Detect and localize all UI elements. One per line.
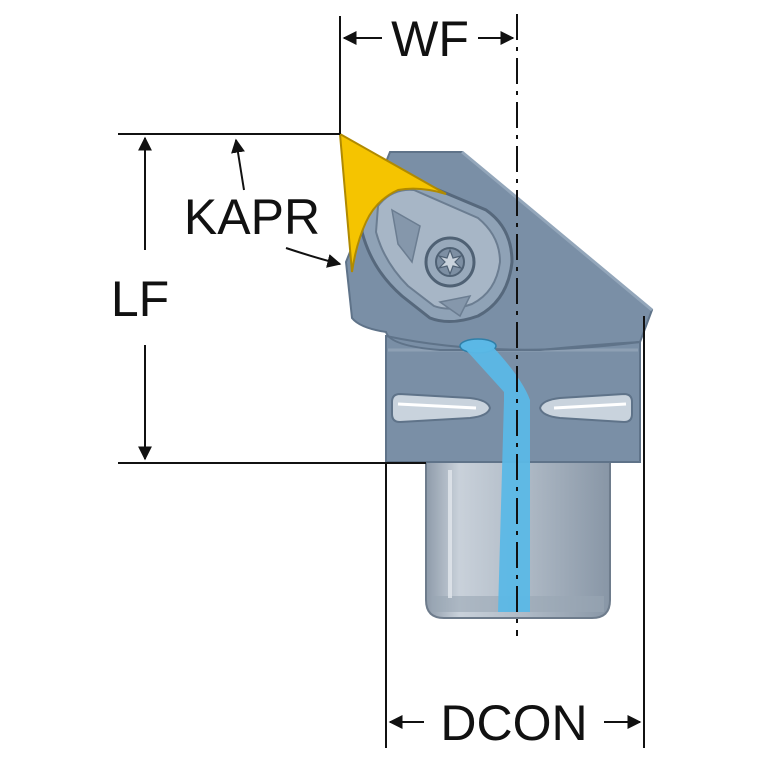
dimension-lines: [118, 16, 645, 748]
cutting-insert: [338, 132, 447, 273]
locking-slot-right: [538, 392, 633, 424]
wf-label: WF: [391, 11, 469, 67]
locking-slot-left: [391, 392, 492, 424]
lf-label: LF: [111, 271, 169, 327]
clamp-screw-icon: [424, 236, 476, 288]
coolant-channel: [459, 338, 530, 612]
kapr-label: KAPR: [184, 189, 320, 245]
dcon-label: DCON: [440, 695, 587, 751]
